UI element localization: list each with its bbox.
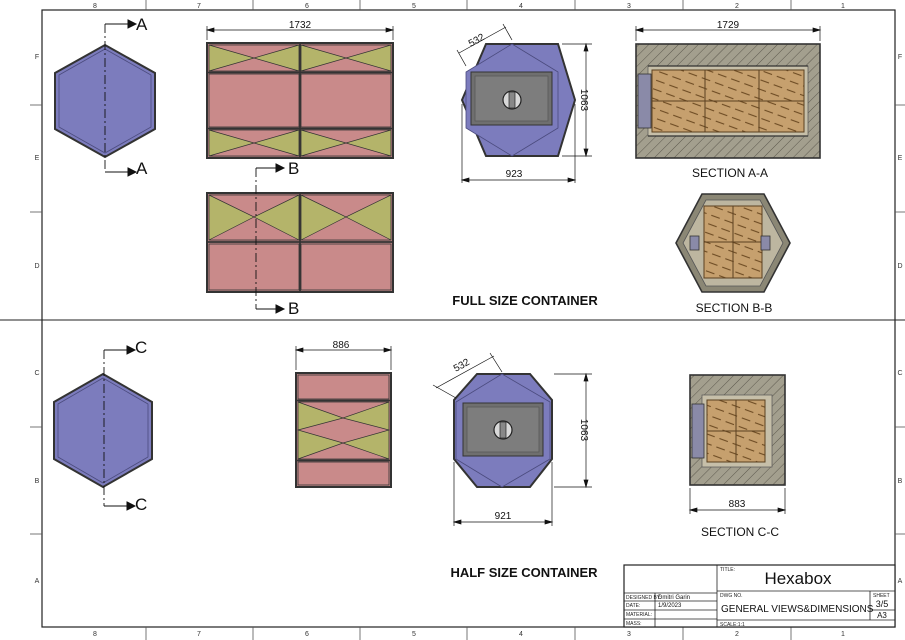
dimension-half-section-length-value: 883 <box>729 499 746 510</box>
section-a-cut-line <box>104 19 138 177</box>
cut-label-a-bottom: A <box>136 159 148 178</box>
grid-column-labels-bottom: 8 7 6 5 4 3 2 1 <box>93 631 845 638</box>
title-block <box>623 564 896 628</box>
grid-row-label: C <box>897 370 902 377</box>
section-bb-label: SECTION B-B <box>696 301 773 315</box>
designed-by-label: DESIGNED BY: <box>626 595 661 601</box>
sheet-value: 3/5 <box>876 599 889 609</box>
section-cc-label: SECTION C-C <box>701 525 779 539</box>
grid-row-label: B <box>898 478 903 485</box>
dimension-full-section-length-value: 1729 <box>717 20 740 31</box>
grid-row-label: E <box>35 155 40 162</box>
grid-col-label: 2 <box>735 631 739 638</box>
full-size-container-title: FULL SIZE CONTAINER <box>452 293 598 308</box>
grid-col-label: 8 <box>93 631 97 638</box>
designed-by-value: Dmitri Garin <box>658 595 690 601</box>
section-bb-view <box>675 193 791 293</box>
dwg-no-label: DWG NO. <box>720 593 743 599</box>
half-side-view <box>295 372 392 488</box>
grid-col-label: 1 <box>841 3 845 10</box>
grid-col-label: 5 <box>412 631 416 638</box>
dimension-full-width <box>460 104 577 183</box>
full-side-view-top <box>206 42 394 159</box>
date-label: DATE: <box>626 603 640 609</box>
grid-col-label: 7 <box>197 631 201 638</box>
grid-col-label: 6 <box>305 3 309 10</box>
dwg-no-value: GENERAL VIEWS&DIMENSIONS <box>721 604 874 615</box>
cut-label-b-top: B <box>288 159 299 178</box>
dimension-half-side-value: 532 <box>452 357 472 375</box>
grid-row-label: A <box>35 578 40 585</box>
grid-row-label: F <box>35 54 39 61</box>
dimension-half-height <box>554 372 592 489</box>
grid-col-label: 4 <box>519 3 523 10</box>
grid-row-label: D <box>34 263 39 270</box>
grid-row-label: C <box>34 370 39 377</box>
dimension-full-width-value: 923 <box>506 169 523 180</box>
cut-label-a-top: A <box>136 15 148 34</box>
full-front-view <box>460 43 577 157</box>
section-cc-view <box>689 374 786 486</box>
grid-row-label: E <box>898 155 903 162</box>
section-aa-label: SECTION A-A <box>692 166 768 180</box>
cut-label-c-bottom: C <box>135 495 147 514</box>
grid-col-label: 2 <box>735 3 739 10</box>
grid-col-label: 8 <box>93 3 97 10</box>
dimension-half-width <box>452 462 554 526</box>
dimension-half-height-value: 1063 <box>578 419 589 442</box>
grid-row-label: B <box>35 478 40 485</box>
full-side-view-bottom <box>206 192 394 293</box>
grid-col-label: 5 <box>412 3 416 10</box>
sheet-label: SHEET <box>873 593 890 599</box>
dimension-half-side <box>432 352 503 399</box>
dimension-full-side <box>456 23 513 67</box>
dimension-full-length <box>205 26 395 40</box>
cut-label-c-top: C <box>135 338 147 357</box>
grid-row-label: F <box>898 54 902 61</box>
dimension-full-length-value: 1732 <box>289 20 312 31</box>
dimension-half-length-value: 886 <box>333 340 350 351</box>
grid-col-label: 3 <box>627 631 631 638</box>
half-front-view <box>453 373 553 488</box>
grid-col-label: 6 <box>305 631 309 638</box>
dimension-full-height <box>562 42 592 158</box>
dimension-full-height-value: 1063 <box>578 89 589 112</box>
scale-label: SCALE:1:1 <box>720 622 745 628</box>
half-size-container-title: HALF SIZE CONTAINER <box>450 565 598 580</box>
sheet-size-value: A3 <box>877 611 887 620</box>
section-c-cut-line <box>103 345 137 511</box>
dimension-full-section-length <box>634 26 822 41</box>
grid-col-label: 4 <box>519 631 523 638</box>
grid-row-labels-right: F E D C B A <box>897 54 902 585</box>
half-end-view-hexagon <box>53 372 153 489</box>
material-label: MATERIAL: <box>626 612 652 618</box>
section-b-cut-line <box>255 163 286 314</box>
dimension-half-section-length <box>688 488 787 514</box>
grid-row-label: D <box>897 263 902 270</box>
mass-label: MASS: <box>626 621 642 627</box>
grid-col-label: 3 <box>627 3 631 10</box>
sheet-border <box>0 9 905 628</box>
grid-row-labels-left: F E D C B A <box>34 54 39 585</box>
grid-ticks <box>30 0 905 640</box>
section-aa-view <box>635 43 821 159</box>
dimension-half-length <box>294 346 393 370</box>
grid-column-labels-top: 8 7 6 5 4 3 2 1 <box>93 3 845 10</box>
dimension-half-width-value: 921 <box>495 511 512 522</box>
drawing-title: Hexabox <box>764 569 832 588</box>
grid-col-label: 7 <box>197 3 201 10</box>
grid-row-label: A <box>898 578 903 585</box>
date-value: 1/9/2023 <box>658 603 682 609</box>
cut-label-b-bottom: B <box>288 299 299 318</box>
title-label: TITLE: <box>720 567 735 573</box>
grid-col-label: 1 <box>841 631 845 638</box>
